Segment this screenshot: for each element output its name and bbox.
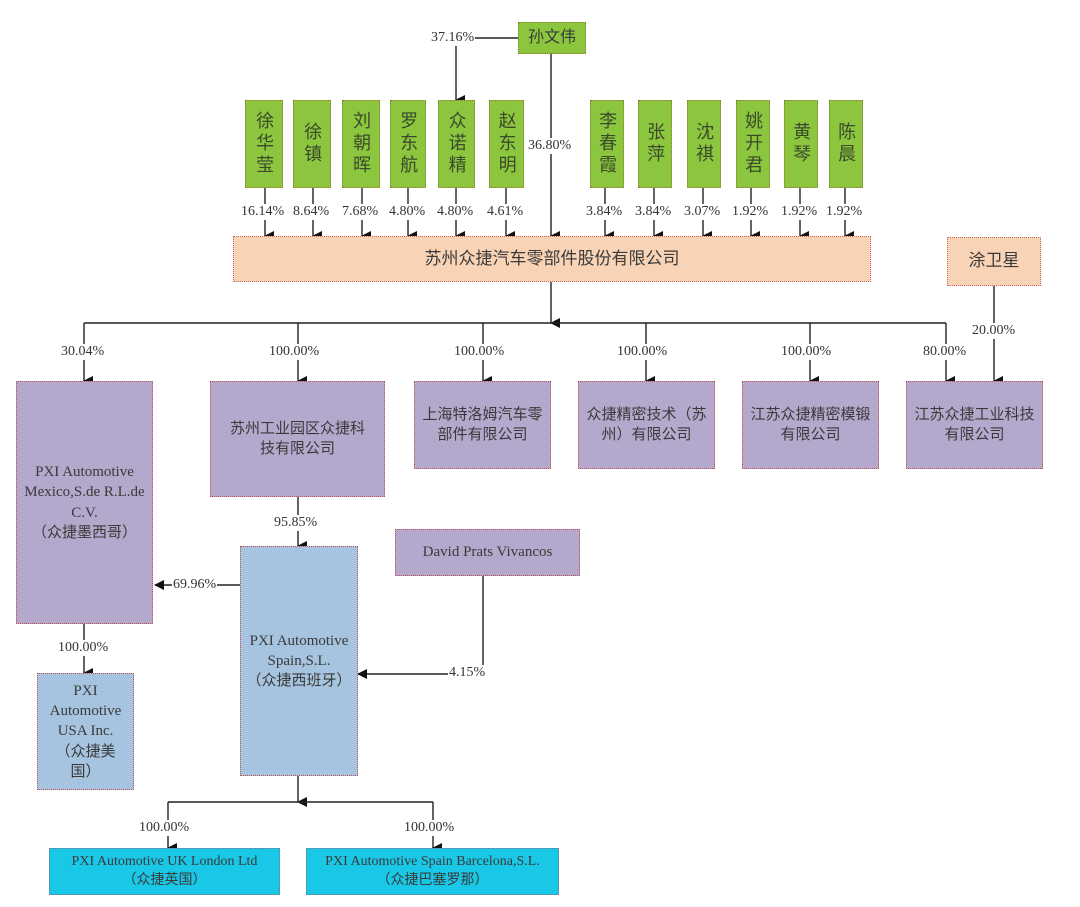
shareholder-pct: 4.80% [436, 204, 475, 220]
shareholder-pct: 1.92% [825, 204, 864, 220]
barcelona-name: PXI Automotive Spain Barcelona,S.L. [325, 853, 540, 869]
subsidiary-box[interactable]: 众捷精密技术（苏州）有限公司 [578, 381, 715, 469]
shareholder-pct: 16.14% [240, 204, 286, 220]
shareholder-box[interactable]: 徐华莹 [245, 100, 283, 188]
shareholder-pct: 3.07% [683, 204, 722, 220]
subsidiary-box[interactable]: 上海特洛姆汽车零部件有限公司 [414, 381, 551, 469]
top-holder-pct-zhongnuojing: 37.16% [430, 30, 476, 46]
subsidiary-box-mexico[interactable]: PXI Automotive Mexico,S.de R.L.de C.V. （… [16, 381, 153, 624]
uk-box[interactable]: PXI Automotive UK London Ltd （众捷英国） [49, 848, 280, 895]
shareholder-pct: 4.61% [486, 204, 525, 220]
shareholder-box[interactable]: 李春霞 [590, 100, 624, 188]
subsidiary-name: 众捷精密技术（苏州）有限公司 [586, 406, 707, 443]
david-name: David Prats Vivancos [422, 544, 553, 561]
subsidiary-box[interactable]: 苏州工业园区众捷科技有限公司 [210, 381, 385, 497]
company-box[interactable]: 苏州众捷汽车零部件股份有限公司 [233, 236, 871, 282]
shareholder-box[interactable]: 姚开君 [736, 100, 770, 188]
shareholder-name: 刘朝晖 [351, 111, 372, 177]
other-holder-pct: 20.00% [971, 323, 1017, 339]
uk-cn-name: （众捷英国） [122, 872, 207, 888]
spain-pct-to-mexico: 69.96% [172, 577, 218, 593]
shareholder-name: 沈祺 [694, 122, 715, 166]
subsidiary-pct: 100.00% [616, 344, 669, 360]
shareholder-pct: 7.68% [341, 204, 380, 220]
shareholder-name: 陈晨 [836, 122, 857, 166]
company-name: 苏州众捷汽车零部件股份有限公司 [424, 248, 680, 268]
shareholder-pct: 8.64% [292, 204, 331, 220]
spain-name: PXI Automotive Spain,S.L. [249, 632, 349, 669]
shareholder-box[interactable]: 张萍 [638, 100, 672, 188]
shareholder-pct: 3.84% [585, 204, 624, 220]
shareholder-box[interactable]: 沈祺 [687, 100, 721, 188]
subsidiary-box[interactable]: 江苏众捷精密模锻有限公司 [742, 381, 879, 469]
subsidiary-name: 苏州工业园区众捷科技有限公司 [229, 420, 365, 457]
shareholder-name: 罗东航 [398, 111, 419, 177]
shareholder-pct: 1.92% [731, 204, 770, 220]
barcelona-cn-name: （众捷巴塞罗那） [376, 872, 489, 888]
shareholder-name: 徐镇 [302, 122, 323, 166]
top-holder-pct-company: 36.80% [527, 138, 573, 154]
shareholder-box[interactable]: 陈晨 [829, 100, 863, 188]
shareholder-pct: 4.80% [388, 204, 427, 220]
david-box[interactable]: David Prats Vivancos [395, 529, 580, 576]
uk-name: PXI Automotive UK London Ltd [71, 853, 258, 869]
uk-pct: 100.00% [138, 820, 191, 836]
spain-box[interactable]: PXI Automotive Spain,S.L. （众捷西班牙） [240, 546, 358, 776]
usa-pct: 100.00% [57, 640, 110, 656]
subsidiary-name: 江苏众捷精密模锻有限公司 [750, 406, 871, 443]
subsidiary-pct: 30.04% [60, 344, 106, 360]
barcelona-pct: 100.00% [403, 820, 456, 836]
shareholder-name: 徐华莹 [254, 111, 275, 177]
shareholder-box[interactable]: 赵东明 [489, 100, 524, 188]
usa-cn-name: （众捷美国） [55, 743, 116, 780]
subsidiary-name: 江苏众捷工业科技有限公司 [914, 406, 1035, 443]
shareholder-box[interactable]: 罗东航 [390, 100, 426, 188]
shareholder-box[interactable]: 刘朝晖 [342, 100, 380, 188]
shareholder-pct: 1.92% [780, 204, 819, 220]
shareholder-name: 李春霞 [597, 111, 618, 177]
spain-cn-name: （众捷西班牙） [246, 673, 352, 690]
usa-box[interactable]: PXI Automotive USA Inc. （众捷美国） [37, 673, 134, 790]
other-holder-box[interactable]: 涂卫星 [947, 237, 1041, 286]
spain-pct-from-suzhou: 95.85% [273, 515, 319, 531]
top-holder-name: 孙文伟 [527, 29, 576, 47]
shareholder-box[interactable]: 黄琴 [784, 100, 818, 188]
usa-name: PXI Automotive USA Inc. [49, 682, 122, 740]
barcelona-box[interactable]: PXI Automotive Spain Barcelona,S.L. （众捷巴… [306, 848, 559, 895]
shareholder-box[interactable]: 众诺精 [438, 100, 475, 188]
shareholder-name: 赵东明 [496, 111, 517, 177]
subsidiary-box[interactable]: 江苏众捷工业科技有限公司 [906, 381, 1043, 469]
david-pct: 4.15% [448, 665, 487, 681]
shareholder-name: 姚开君 [743, 111, 764, 177]
other-holder-name: 涂卫星 [968, 251, 1020, 271]
subsidiary-name: PXI Automotive Mexico,S.de R.L.de C.V. [24, 464, 145, 521]
top-holder-box[interactable]: 孙文伟 [518, 22, 586, 54]
shareholder-name: 张萍 [645, 122, 666, 166]
shareholder-box[interactable]: 徐镇 [293, 100, 331, 188]
subsidiary-pct: 100.00% [780, 344, 833, 360]
subsidiary-name: 上海特洛姆汽车零部件有限公司 [422, 406, 543, 443]
shareholder-name: 众诺精 [446, 111, 467, 177]
shareholder-name: 黄琴 [791, 122, 812, 166]
subsidiary-pct: 100.00% [268, 344, 321, 360]
subsidiary-cn-name: （众捷墨西哥） [31, 524, 137, 541]
shareholder-pct: 3.84% [634, 204, 673, 220]
subsidiary-pct: 80.00% [922, 344, 968, 360]
subsidiary-pct: 100.00% [453, 344, 506, 360]
